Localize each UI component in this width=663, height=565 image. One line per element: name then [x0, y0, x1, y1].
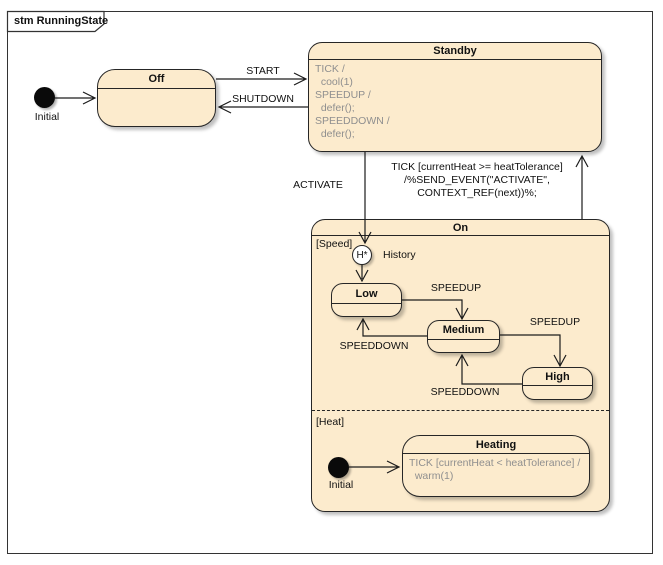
region-divider: [312, 410, 609, 411]
transition-speedup1-label: SPEEDUP: [430, 282, 482, 294]
state-standby[interactable]: Standby TICK / cool(1) SPEEDUP / defer()…: [308, 42, 602, 152]
state-medium-title: Medium: [428, 321, 499, 340]
state-heating[interactable]: Heating TICK [currentHeat < heatToleranc…: [402, 435, 590, 497]
state-off[interactable]: Off: [97, 69, 216, 127]
state-low[interactable]: Low: [331, 283, 402, 317]
history-node[interactable]: H*: [352, 245, 372, 265]
history-node-label: History: [383, 249, 416, 261]
diagram-frame: [7, 11, 653, 554]
state-medium[interactable]: Medium: [427, 320, 500, 353]
initial-node-heat[interactable]: [328, 457, 349, 478]
transition-speeddown2-label: SPEEDDOWN: [430, 386, 500, 398]
transition-speeddown1-label: SPEEDDOWN: [339, 340, 409, 352]
state-heating-title: Heating: [403, 436, 589, 454]
transition-start-label: START: [246, 65, 280, 77]
transition-activate-label: ACTIVATE: [293, 179, 343, 191]
state-high-title: High: [523, 368, 592, 386]
transition-shutdown-label: SHUTDOWN: [232, 93, 294, 105]
transition-tick-send-event-label: TICK [currentHeat >= heatTolerance] /%SE…: [391, 161, 563, 199]
transition-speedup2-label: SPEEDUP: [529, 316, 581, 328]
region-speed-label: [Speed]: [316, 238, 353, 250]
initial-node[interactable]: [34, 87, 55, 108]
frame-title: stm RunningState: [14, 15, 109, 27]
state-high[interactable]: High: [522, 367, 593, 400]
history-symbol: H*: [356, 249, 368, 261]
region-heat-label: [Heat]: [316, 416, 345, 428]
initial-node-label: Initial: [34, 111, 60, 123]
state-standby-internal-actions: TICK / cool(1) SPEEDUP / defer(); SPEEDD…: [315, 63, 390, 140]
state-on-title: On: [312, 220, 609, 236]
state-heating-internal-actions: TICK [currentHeat < heatTolerance] / war…: [409, 457, 581, 482]
state-standby-title: Standby: [309, 43, 601, 60]
state-off-title: Off: [98, 70, 215, 89]
initial-node-heat-label: Initial: [328, 479, 354, 491]
state-low-title: Low: [332, 284, 401, 304]
